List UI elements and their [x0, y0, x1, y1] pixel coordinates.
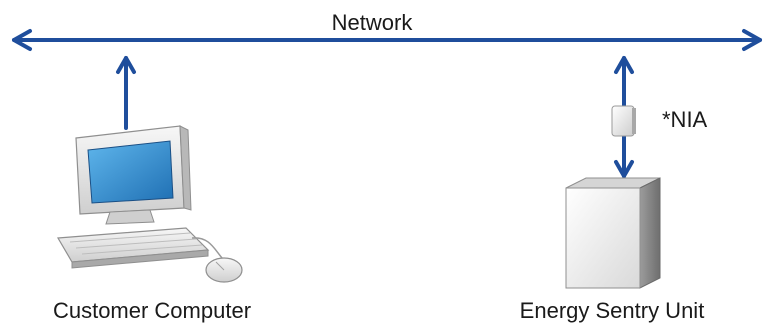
nia-label: *NIA [662, 107, 708, 132]
unit-label: Energy Sentry Unit [520, 298, 705, 323]
computer-icon [56, 125, 227, 269]
energy-sentry-unit-icon [565, 177, 661, 289]
network-label: Network [332, 10, 414, 35]
computer-label: Customer Computer [53, 298, 251, 323]
mouse-icon [205, 257, 243, 283]
network-line [12, 29, 762, 51]
unit-network-link [614, 56, 634, 178]
computer-network-link [116, 56, 136, 130]
nia-module-icon [611, 105, 636, 137]
